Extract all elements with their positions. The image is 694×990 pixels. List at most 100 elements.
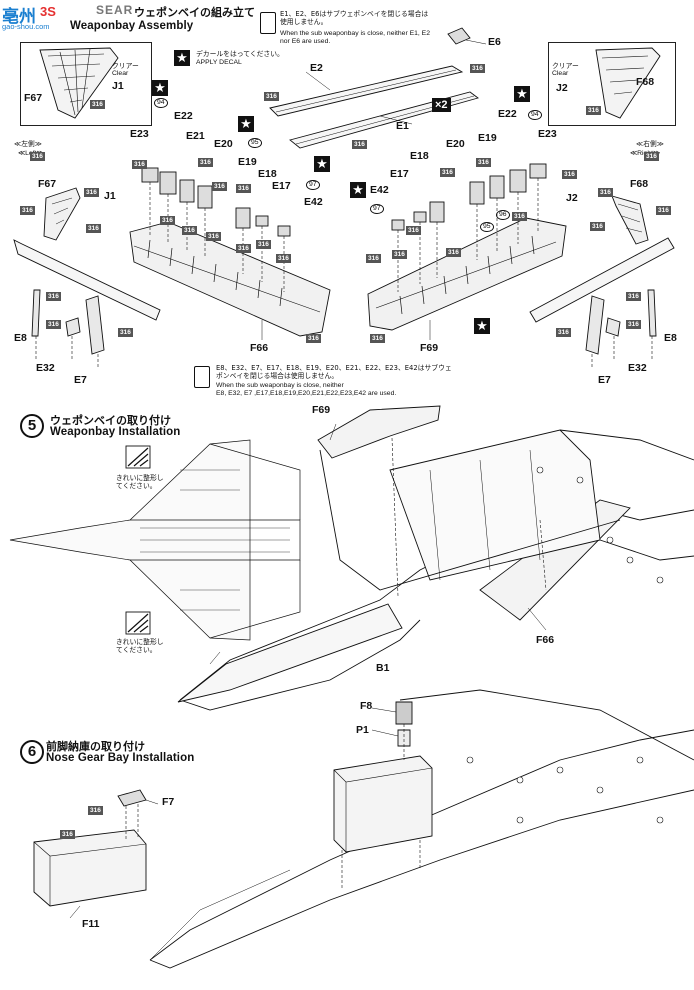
e19-part-right	[489, 175, 505, 199]
e17-part-right	[413, 211, 427, 223]
decal-95-left: 95	[248, 138, 262, 148]
e8-part-right	[647, 289, 657, 337]
f11-part	[33, 829, 147, 907]
paint-316-r4: 316	[590, 222, 605, 231]
watermark-cn: 亳州	[2, 7, 36, 27]
paint-316-r10: 316	[406, 226, 421, 235]
multiplier-badge: ×2	[432, 98, 451, 112]
part-e42-right: E42	[370, 184, 389, 196]
e22-part-left	[159, 171, 177, 195]
left-door-rail	[13, 239, 161, 321]
paint-316-l6: 316	[198, 158, 213, 167]
part-j2-inset: J2	[556, 82, 568, 94]
paint-316-inset-right: 316	[586, 106, 601, 115]
paint-316-f11: 316	[60, 830, 75, 839]
paint-316-l10: 316	[182, 226, 197, 235]
paint-316-r9: 316	[446, 248, 461, 257]
part-e20-left: E20	[214, 138, 233, 150]
part-f69-step5: F69	[312, 404, 331, 416]
part-e17-left: E17	[272, 180, 291, 192]
part-e1: E1	[396, 120, 409, 132]
paint-316-e1: 316	[352, 140, 367, 149]
paint-316-r14: 316	[626, 320, 641, 329]
clean-shape-note-2: きれいに整形してください。	[116, 638, 164, 654]
paint-316-l17: 316	[118, 328, 133, 337]
step6-number: 6	[20, 740, 44, 764]
decal-97-right: 97	[370, 204, 384, 214]
e7-part-right	[585, 295, 605, 355]
part-e19-left: E19	[238, 156, 257, 168]
part-f67-left: F67	[38, 178, 57, 190]
paint-316-l2: 316	[84, 188, 99, 197]
part-f69-right: F69	[420, 342, 439, 354]
f7-part	[117, 789, 147, 807]
step6-ja: 前脚納庫の取り付け	[46, 740, 145, 753]
part-b1-step5: B1	[376, 662, 390, 674]
e1-rail	[289, 91, 479, 149]
b1-fuselage-nose	[177, 603, 403, 703]
paint-316-l4: 316	[86, 224, 101, 233]
decal-note-ja: デカールをはってください。	[196, 50, 284, 58]
decal-star-e22-left: ★	[152, 80, 168, 96]
part-f68-right: F68	[630, 178, 649, 190]
paint-316-r1: 316	[644, 152, 659, 161]
f8-part	[395, 701, 413, 725]
part-e7-right: E7	[598, 374, 611, 386]
decal-star-e20-right: ★	[474, 318, 490, 334]
paint-316-e2: 316	[264, 92, 279, 101]
e42-part-right	[391, 219, 405, 231]
decal-star-e20-left: ★	[238, 116, 254, 132]
bottom-note-ja: E8、E32、E7、E17、E18、E19、E20、E21、E22、E23、E4…	[216, 364, 452, 380]
e42-part-left	[277, 225, 291, 237]
star-icon: ★	[174, 50, 190, 66]
clear-label-ja-left: クリアー	[112, 62, 139, 70]
part-f11: F11	[82, 918, 100, 930]
part-e7-left: E7	[74, 374, 87, 386]
part-e32-left: E32	[36, 362, 55, 374]
clear-label-en-left: Clear	[112, 70, 129, 77]
paint-316-l14: 316	[276, 254, 291, 263]
clean-shape-note-1: きれいに整形してください。	[116, 474, 164, 490]
e32-part-right	[605, 317, 621, 337]
bottom-note-en-1: When the sub weaponbay is close, neither	[216, 382, 344, 389]
e18-part-right	[429, 201, 445, 223]
part-p1: P1	[356, 724, 369, 736]
e18-part-left	[235, 207, 251, 229]
paint-316-r6: 316	[476, 158, 491, 167]
decal-note-en: APPLY DECAL	[196, 59, 242, 66]
paint-316-l3: 316	[20, 206, 35, 215]
paint-316-r13: 316	[626, 292, 641, 301]
paint-316-r7: 316	[440, 168, 455, 177]
f67-part-left	[43, 187, 81, 241]
e6-part	[447, 27, 471, 45]
header-en-fragment: SEAR	[96, 3, 134, 17]
decal-96-right: 96	[496, 210, 510, 220]
part-e8-left: E8	[14, 332, 27, 344]
right-side-ja: ≪右側≫	[636, 140, 664, 148]
part-f66-step5: F66	[536, 634, 555, 646]
paint-316-r3: 316	[656, 206, 671, 215]
part-f66-left: F66	[250, 342, 269, 354]
part-e23-right: E23	[538, 128, 557, 140]
f69-installed	[317, 405, 441, 459]
paint-316-l7: 316	[212, 182, 227, 191]
paint-316-l5: 316	[132, 160, 147, 169]
part-j2-right: J2	[566, 192, 578, 204]
paint-316-r15: 316	[556, 328, 571, 337]
site-watermark: 亳州 3S gao-shou.com	[2, 2, 62, 32]
part-f7: F7	[162, 796, 175, 808]
decal-94-right: 94	[528, 110, 542, 120]
e20-part-right	[469, 181, 485, 205]
decal-95-right: 95	[480, 222, 494, 232]
aircraft-perspective-5	[177, 405, 694, 711]
f68-part-right-inset	[595, 47, 661, 119]
paint-316-l11: 316	[206, 232, 221, 241]
right-door-rail	[529, 237, 675, 323]
part-e8-right: E8	[664, 332, 677, 344]
paint-316-l9: 316	[160, 216, 175, 225]
left-side-ja: ≪左側≫	[14, 140, 42, 148]
watermark-url: gao-shou.com	[2, 22, 50, 31]
prohibit-icon-2	[194, 366, 210, 388]
paint-316-r2: 316	[598, 188, 613, 197]
